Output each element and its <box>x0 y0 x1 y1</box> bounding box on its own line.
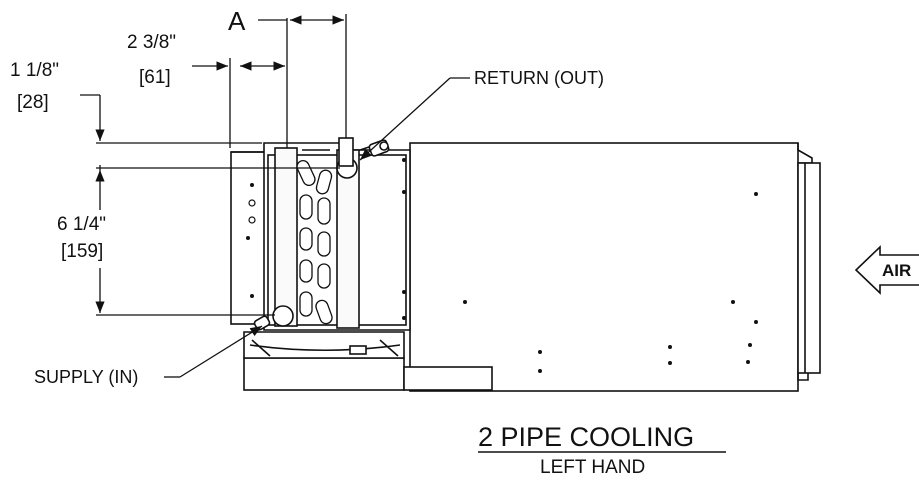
dimension-height-label: 6 1/4" <box>57 214 106 235</box>
supply-leader <box>164 325 263 378</box>
dimension-offset-metric: [28] <box>17 92 49 113</box>
dimension-a <box>258 14 347 148</box>
dimension-offset-label: 1 1/8" <box>10 60 59 81</box>
dimension-width-metric: [61] <box>139 67 171 88</box>
air-arrow <box>854 245 919 295</box>
dimension-offset <box>80 94 262 170</box>
air-label: AIR <box>882 261 911 280</box>
coil-assembly <box>230 137 411 359</box>
return-leader <box>359 77 470 161</box>
dimension-height-metric: [159] <box>61 241 103 262</box>
dimension-width <box>192 58 285 148</box>
dimension-a-label: A <box>228 6 246 36</box>
dimension-width-label: 2 3/8" <box>127 32 176 53</box>
dimension-height <box>95 167 340 316</box>
base-rail <box>243 357 493 391</box>
return-label: RETURN (OUT) <box>474 68 604 88</box>
supply-label: SUPPLY (IN) <box>34 367 138 387</box>
fastener-dots <box>246 158 758 373</box>
drawing-title: 2 PIPE COOLING <box>478 422 694 452</box>
cabinet-body <box>409 142 821 392</box>
drawing-subtitle: LEFT HAND <box>540 457 645 478</box>
